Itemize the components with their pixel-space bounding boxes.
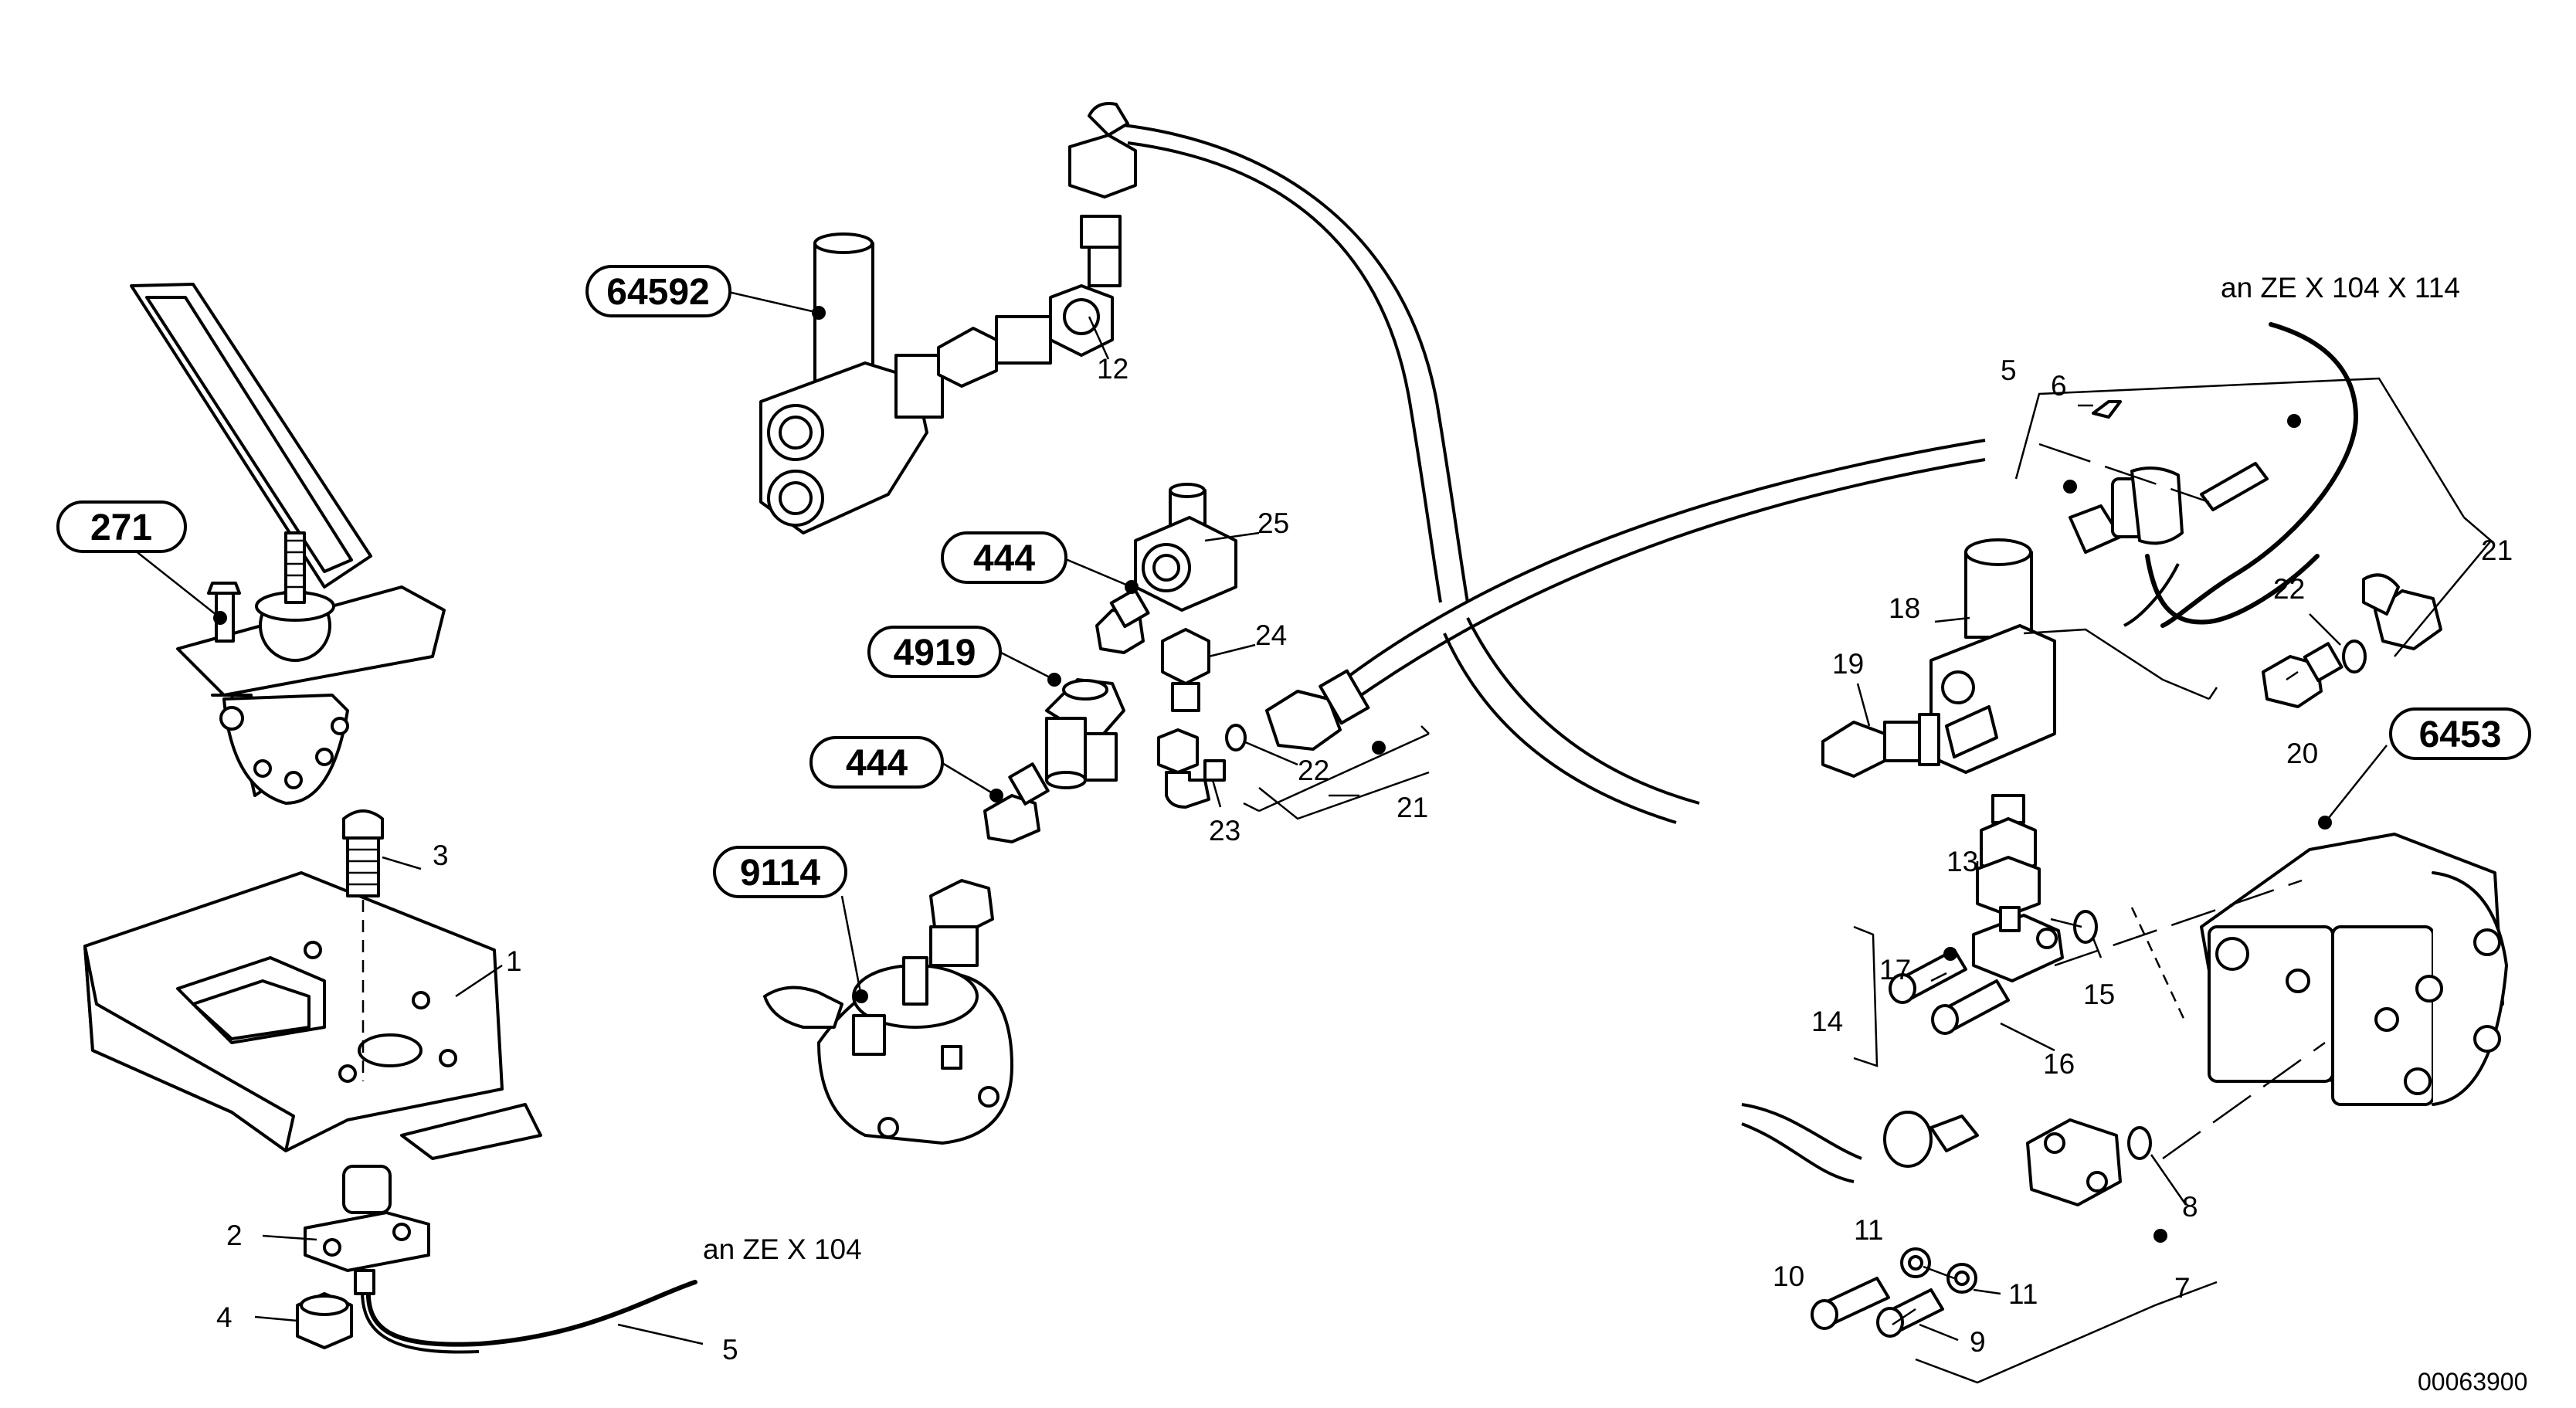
flange-7 [1883, 1111, 2122, 1206]
bracket-lines [1258, 377, 2493, 1384]
svg-text:444: 444 [846, 743, 908, 784]
svg-text:64592: 64592 [606, 272, 709, 313]
wire-top-right [2123, 322, 2359, 628]
svg-text:4919: 4919 [894, 633, 976, 673]
note-connection-top: an ZE X 104 X 114 [2221, 272, 2460, 304]
label-14: 14 [1811, 1006, 1843, 1037]
label-4: 4 [216, 1301, 232, 1333]
label-22-right: 22 [2273, 573, 2305, 605]
label-16: 16 [2043, 1048, 2075, 1080]
label-8: 8 [2182, 1191, 2198, 1223]
label-19: 19 [1832, 648, 1864, 680]
label-18: 18 [1889, 592, 1920, 624]
hose-main-top [1108, 122, 1700, 824]
switch-2 [304, 1165, 430, 1295]
marker-dots [213, 306, 2332, 1243]
label-7: 7 [2174, 1272, 2191, 1304]
ring-8 [2127, 1126, 2152, 1160]
washer-11b [1946, 1263, 1977, 1294]
label-3: 3 [433, 840, 449, 871]
svg-text:6453: 6453 [2419, 714, 2502, 755]
label-1: 1 [506, 945, 522, 977]
leader-lines [127, 288, 2388, 1345]
label-20: 20 [2286, 738, 2318, 769]
label-11b: 11 [2008, 1278, 2038, 1310]
tee-25 [1134, 483, 1237, 612]
ref-9114[interactable]: 9114 [713, 846, 847, 898]
ref-4919[interactable]: 4919 [867, 626, 1002, 678]
svg-text:444: 444 [973, 538, 1035, 579]
fitting-19 [1821, 713, 1940, 778]
label-21-right: 21 [2481, 534, 2513, 566]
nut-4 [296, 1292, 353, 1349]
drawing-number: 00063900 [2418, 1368, 2527, 1396]
label-10: 10 [1773, 1260, 1804, 1292]
svg-text:9114: 9114 [740, 853, 820, 894]
label-22-mid: 22 [1298, 755, 1329, 786]
mounting-plate [83, 871, 542, 1160]
elbow-23 [1157, 728, 1226, 809]
tee-4919 [1045, 678, 1125, 789]
wire-solenoid [2145, 554, 2320, 625]
note-connection-bottom: an ZE X 104 [703, 1233, 862, 1265]
fitting-20 [2262, 642, 2344, 708]
label-5-bottom: 5 [722, 1334, 738, 1366]
label-25: 25 [1257, 507, 1289, 539]
label-23: 23 [1209, 815, 1240, 846]
pedal-assembly [130, 283, 446, 805]
label-2: 2 [226, 1220, 243, 1251]
fitting-444-lower [983, 762, 1050, 843]
screw-17 [1889, 948, 1967, 1004]
fitting-pair-9114 [929, 879, 994, 967]
fitting-444-upper [1095, 588, 1150, 654]
ref-444-upper[interactable]: 444 [941, 531, 1067, 584]
label-12: 12 [1097, 353, 1128, 385]
pump-6453 [2200, 833, 2508, 1106]
ring-22b [2342, 640, 2367, 673]
wire-bottom-left [361, 1276, 697, 1354]
hose-21-end [1265, 669, 1370, 751]
label-6: 6 [2051, 370, 2067, 402]
part-labels: 1 2 3 4 5 5 6 7 8 9 10 11 11 12 13 14 15… [216, 353, 2513, 1366]
label-5-top: 5 [2001, 355, 2017, 386]
brake-valve-9114 [763, 956, 1013, 1145]
hose-21-long [1342, 439, 1986, 701]
ring-22a [1225, 724, 1247, 751]
fitting-24 [1161, 628, 1210, 712]
label-24: 24 [1255, 619, 1287, 651]
hose-bottom-right [1741, 1103, 1862, 1183]
ref-6453[interactable]: 6453 [2389, 707, 2531, 760]
label-15: 15 [2083, 979, 2115, 1010]
elbow-top-right [2362, 573, 2442, 650]
solenoid-connector [2069, 400, 2269, 554]
ring-15 [2073, 910, 2098, 944]
label-17: 17 [1879, 954, 1911, 986]
block-14 [1972, 906, 2064, 982]
ref-271[interactable]: 271 [56, 500, 187, 553]
svg-text:271: 271 [90, 507, 152, 548]
ref-64592[interactable]: 64592 [585, 265, 731, 317]
label-9: 9 [1970, 1326, 1986, 1358]
valve-64592 [759, 102, 1137, 534]
label-13: 13 [1946, 846, 1978, 877]
label-11a: 11 [1854, 1214, 1883, 1246]
fitting-13 [1976, 794, 2041, 917]
screw-3 [342, 809, 384, 1081]
label-21-mid: 21 [1397, 792, 1428, 823]
screw-16 [1931, 979, 2010, 1035]
washer-11a [1900, 1247, 1931, 1278]
screw-10 [1811, 1277, 1890, 1330]
ref-444-lower[interactable]: 444 [809, 736, 944, 789]
valve-18 [1929, 538, 2056, 774]
